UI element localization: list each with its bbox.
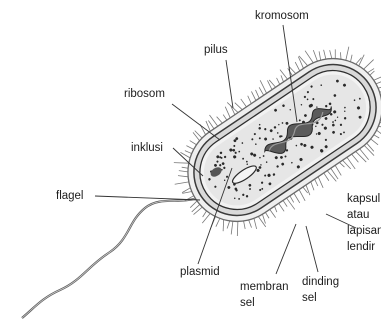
- pilus-strand: [294, 62, 301, 71]
- pilus-strand: [362, 60, 375, 70]
- pilus-strand: [193, 132, 200, 141]
- pilus-strand: [251, 218, 260, 229]
- label-membran-sel: membran sel: [240, 281, 289, 310]
- label-membran-line1: membran: [240, 281, 289, 294]
- pilus-strand: [327, 50, 334, 58]
- pilus-strand: [340, 47, 354, 61]
- pilus-strand: [247, 220, 253, 228]
- label-dinding-sel: dinding sel: [302, 276, 339, 305]
- pilus-strand: [293, 193, 300, 203]
- pilus-strand: [338, 52, 344, 59]
- pilus-strand: [224, 107, 232, 118]
- pilus-strand: [265, 212, 269, 218]
- pilus-strand: [218, 220, 229, 232]
- label-plasmid: plasmid: [180, 266, 220, 279]
- pilus-strand: [200, 213, 212, 223]
- label-inklusi: inklusi: [131, 142, 163, 155]
- pilus-strand: [360, 148, 369, 160]
- label-ribosom: ribosom: [124, 88, 165, 101]
- pilus-strand: [283, 200, 287, 206]
- pilus-strand: [182, 165, 188, 171]
- pilus-strand: [254, 90, 260, 98]
- pilus-strand: [335, 165, 342, 175]
- label-dinding-line2: sel: [302, 292, 339, 305]
- label-kromosom: kromosom: [255, 10, 309, 23]
- pilus-strand: [259, 87, 265, 95]
- pilus-strand: [314, 179, 319, 186]
- pilus-strand: [178, 171, 188, 181]
- pilus-strand: [175, 177, 189, 189]
- pilus-strand: [352, 154, 359, 163]
- pilus-strand: [266, 80, 273, 89]
- label-kapsul: kapsul atau lapisan lendir: [347, 193, 381, 254]
- pilus-strand: [259, 80, 269, 93]
- pilus-strand: [280, 69, 288, 80]
- pilus-strand: [193, 207, 203, 214]
- label-pilus: pilus: [204, 44, 228, 57]
- pilus-strand: [195, 130, 202, 140]
- label-membran-line2: sel: [240, 297, 289, 310]
- pilus-strand: [298, 190, 306, 201]
- pilus-strand: [324, 173, 329, 181]
- pilus-strand: [331, 168, 338, 179]
- pilus-strand: [316, 177, 324, 188]
- pilus-strand: [356, 150, 367, 164]
- pilus-strand: [235, 101, 242, 111]
- label-kapsul-line1: kapsul: [347, 193, 381, 206]
- pilus-strand: [311, 50, 320, 61]
- pilus-strand: [241, 99, 247, 107]
- pilus-strand: [316, 51, 324, 60]
- pilus-strand: [305, 51, 313, 63]
- label-dinding-line1: dinding: [302, 276, 339, 289]
- pilus-strand: [223, 115, 227, 121]
- pilus-strand: [321, 50, 329, 59]
- pilus-strand: [204, 121, 212, 131]
- label-flagel: flagel: [56, 190, 84, 203]
- pilus-strand: [270, 209, 276, 218]
- pilus-strand: [208, 121, 214, 129]
- pilus-strand: [279, 203, 284, 211]
- pilus-strand: [217, 116, 223, 124]
- pilus-strand: [250, 91, 257, 100]
- pilus-strand: [347, 157, 355, 169]
- label-kapsul-line2: atau: [347, 209, 381, 222]
- pilus-strand: [247, 96, 253, 104]
- label-kapsul-line3: lapisan: [347, 225, 381, 238]
- flagellum: [22, 198, 198, 318]
- pilus-strand: [287, 198, 295, 210]
- label-kapsul-line4: lendir: [347, 241, 381, 254]
- pilus-strand: [209, 115, 217, 127]
- pilus-strand: [224, 221, 232, 229]
- pilus-strand: [367, 142, 374, 152]
- pilus-strand: [289, 196, 294, 203]
- pilus-strand: [241, 221, 248, 229]
- pilus-strand: [331, 49, 340, 58]
- pilus-strand: [276, 78, 281, 85]
- pilus-strand: [189, 201, 198, 208]
